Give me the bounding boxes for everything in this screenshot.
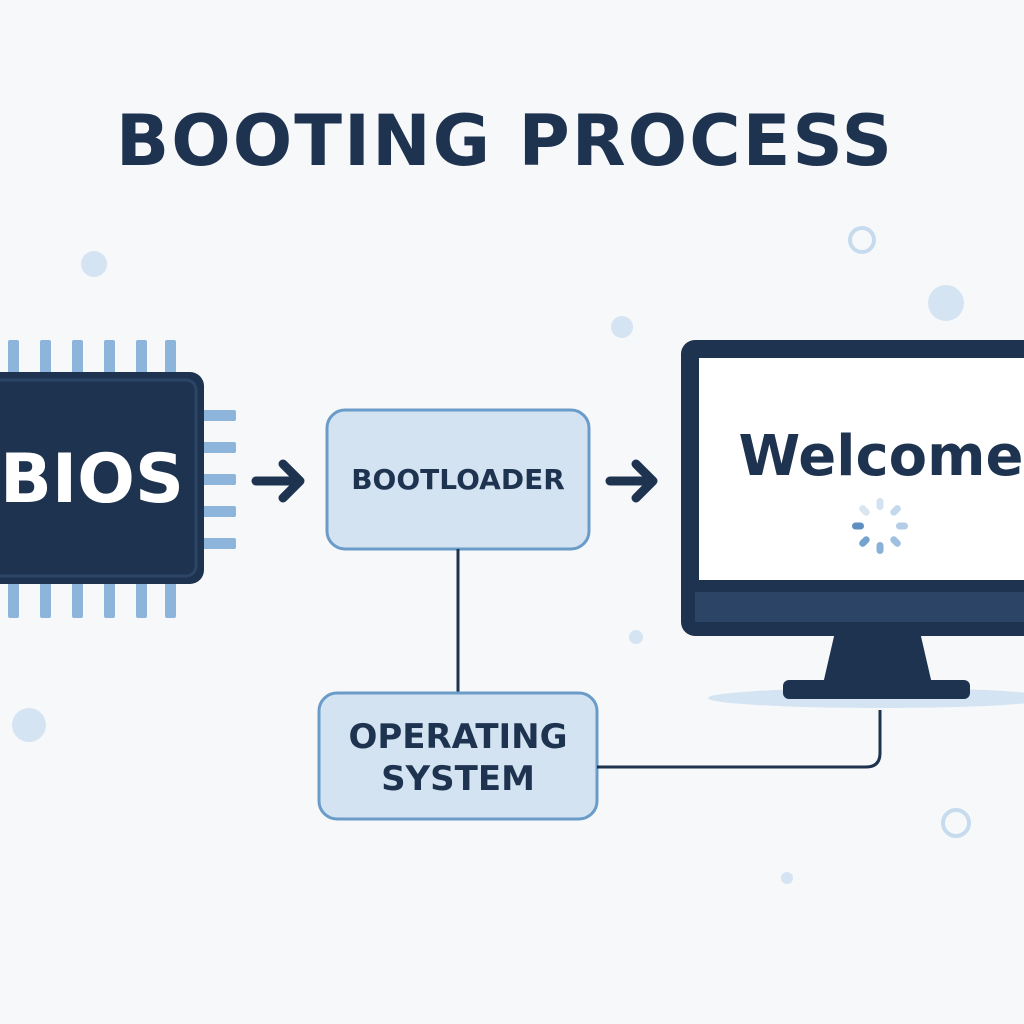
bios-chip — [0, 340, 236, 618]
decor-dot — [781, 872, 793, 884]
bootloader-label: BOOTLOADER — [351, 463, 565, 496]
chip-body — [0, 372, 204, 584]
monitor — [681, 340, 1024, 708]
decor-dot — [629, 630, 643, 644]
operating-system-label: OPERATING SYSTEM — [348, 717, 568, 799]
arrow-right-icon — [605, 459, 658, 503]
page-title: BOOTING PROCESS — [115, 100, 895, 182]
decor-dot — [12, 708, 46, 742]
decor-dot — [611, 316, 633, 338]
monitor-neck — [823, 632, 932, 684]
chip-pins-bottom — [8, 580, 176, 618]
chip-pins-top — [8, 340, 176, 376]
decorative-dots — [12, 226, 971, 884]
monitor-base — [783, 680, 970, 699]
screen-welcome-text: Welcome — [738, 424, 1024, 489]
bios-label: BIOS — [0, 440, 184, 519]
decor-ring — [848, 226, 876, 254]
monitor-bezel-bottom — [695, 592, 1024, 622]
chip-pins-right — [200, 410, 236, 549]
chip-inner-border — [0, 378, 198, 578]
loading-spinner-icon — [852, 498, 908, 554]
os-box — [317, 691, 599, 821]
arrow-right-icon — [251, 459, 305, 503]
decor-dot — [928, 285, 964, 321]
decor-ring — [941, 808, 971, 838]
decor-dot — [81, 251, 107, 277]
connector-os-monitor — [597, 710, 882, 769]
